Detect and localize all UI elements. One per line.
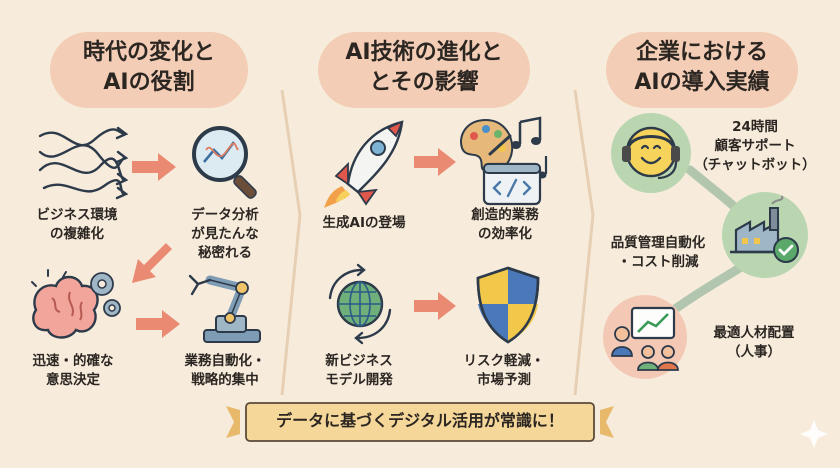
column2-title: AI技術の進化と とその影響 [318,32,530,108]
hr-presentation-icon [603,295,687,379]
factory-check-icon [722,192,808,278]
arrow-diagonal [132,243,172,283]
magnifier-chart-icon [192,126,257,199]
arrow-right-1 [132,153,176,181]
column1-title: 時代の変化と AIの役割 [50,32,248,108]
column-divider-left [280,89,302,396]
item-label-risk-reduction: リスク軽減・ 市場予測 [463,353,545,388]
banner-ribbon [226,402,614,442]
column3-title: 企業における AIの導入実績 [606,32,798,108]
item-label-customer-support: 24時間 顧客サポート （チャットボット） [694,119,816,173]
rocket-icon [324,120,404,208]
item-label-business-complexity: ビジネス環境 の複雑化 [36,207,118,242]
robot-arm-icon [188,274,261,343]
flow-arrows-col2 [414,148,456,320]
column-divider-right [573,89,595,396]
shield-icon [476,266,540,344]
item-label-hr-placement: 最適人材配置 （人事） [713,325,795,360]
sparkle-icon [800,420,828,448]
item-label-data-analysis: データ分析 が見たんな 秘密れる [191,207,259,261]
item-label-automation: 業務自動化・ 戦略的集中 [184,353,266,388]
item-label-quality-control: 品質管理自動化 ・コスト削減 [610,235,706,270]
palette-code-music-icon [460,116,548,206]
item-label-decision-making: 迅速・的確な 意思決定 [32,353,114,388]
brain-gears-icon [31,269,121,339]
item-label-creative-efficiency: 創造的業務 の効率化 [471,207,539,242]
arrow-right-4 [414,292,456,320]
tangled-arrows-icon [38,126,129,200]
chatbot-headset-icon [611,113,691,193]
flow-arrows-col1 [132,153,180,338]
item-label-generative-ai: 生成AIの登場 [322,215,406,231]
globe-cycle-icon [328,263,392,345]
banner-text: データに基づくデジタル活用が常識に！ [276,411,564,430]
arrow-right-3 [414,148,456,176]
item-label-new-business-model: 新ビジネス モデル開発 [325,353,393,388]
arrow-right-2 [136,310,180,338]
